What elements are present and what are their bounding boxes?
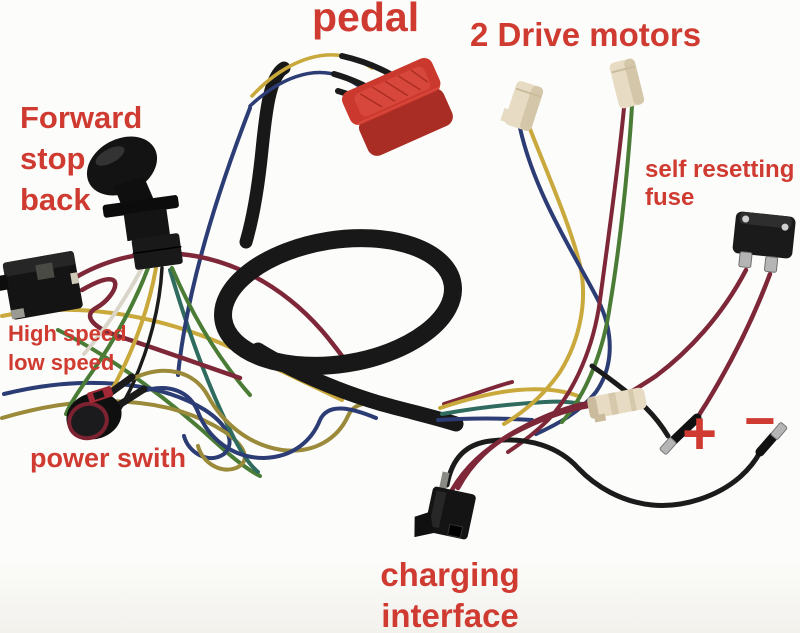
inline-connector (587, 387, 647, 423)
label-gear-line2: stop (20, 141, 86, 176)
drive-motor-connector-left (500, 81, 544, 131)
label-charging: charging interface (330, 554, 570, 633)
label-gear-line3: back (20, 182, 91, 217)
label-minus-symbol: − (744, 391, 776, 451)
label-fuse: self resetting fuse (645, 156, 794, 212)
speed-selector-connector (0, 251, 83, 320)
label-gear-shifter: Forward stop back (20, 97, 142, 220)
label-fuse-line1: self resetting (645, 156, 795, 183)
negative-terminal (755, 422, 788, 457)
label-power-switch: power swith (30, 443, 187, 473)
drive-motor-connector-right (609, 58, 645, 109)
label-charging-line2: interface (381, 597, 519, 633)
charging-interface-connector (414, 471, 476, 540)
label-plus-symbol: + (682, 400, 718, 467)
label-drive-motors: 2 Drive motors (470, 16, 702, 53)
self-resetting-fuse (732, 211, 796, 273)
drive-motor-wires-right (506, 104, 634, 454)
label-pedal: pedal (312, 0, 420, 40)
label-fuse-line2: fuse (645, 184, 695, 211)
label-speed: High speed low speed (8, 319, 127, 377)
power-switch-wires (102, 368, 402, 460)
pedal (342, 57, 453, 156)
positive-terminal (659, 413, 702, 455)
power-switch (66, 385, 122, 441)
speed-selector-wires (75, 251, 345, 381)
label-gear-line1: Forward (20, 100, 143, 135)
charging-wires (444, 363, 763, 508)
label-charging-line1: charging (380, 556, 520, 593)
label-speed-line1: High speed (8, 321, 127, 346)
label-speed-line2: low speed (8, 350, 115, 375)
sleeve-end-wires (436, 380, 584, 422)
drive-motor-wires-left (502, 122, 612, 436)
